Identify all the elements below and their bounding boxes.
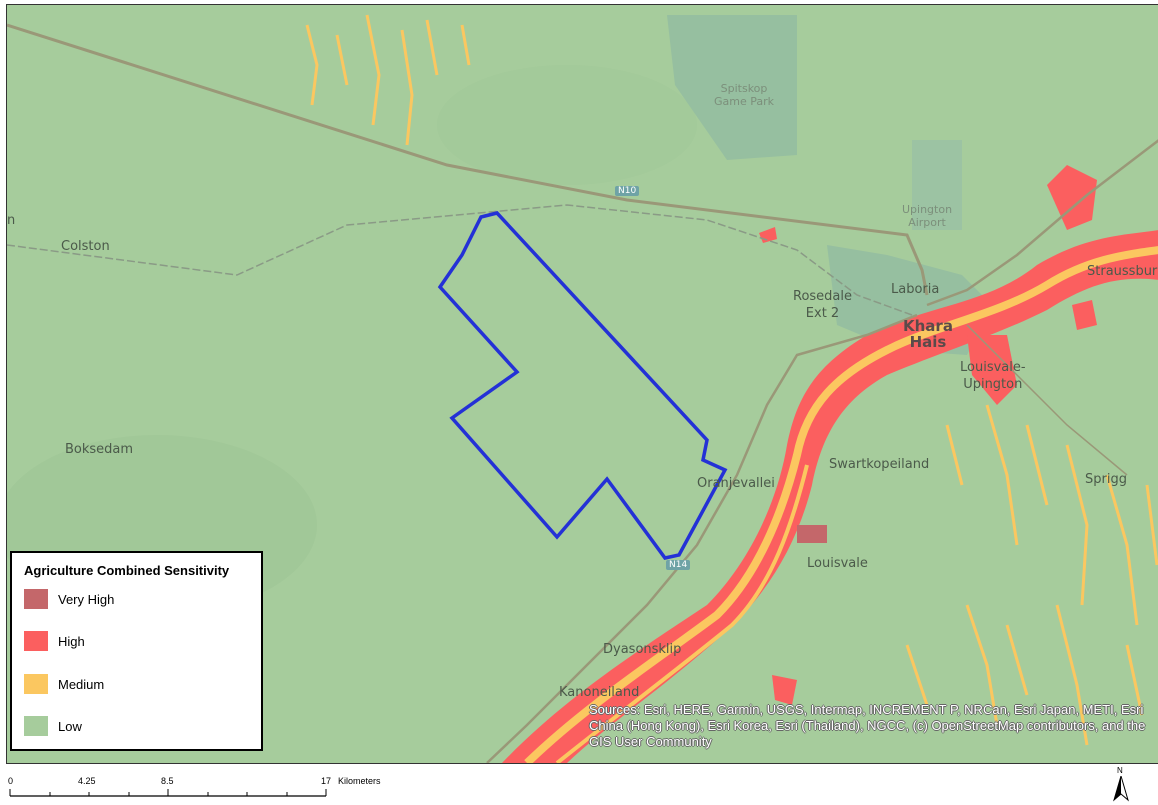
legend-item-medium: Medium	[24, 673, 104, 695]
sensitivity-medium-band	[555, 464, 809, 763]
scale-label: 8.5	[161, 776, 174, 786]
place-label: Khara Hais	[903, 317, 953, 351]
place-label: Kanoneiland	[559, 685, 640, 700]
legend-item-very-high: Very High	[24, 588, 114, 610]
airport-area	[912, 140, 962, 230]
road-shield: N14	[666, 560, 691, 570]
place-label: Swartkopeiland	[829, 457, 930, 472]
place-label: Oranjevallei	[697, 476, 775, 491]
legend-label: Very High	[58, 591, 115, 607]
sensitivity-high-band	[502, 230, 1158, 763]
scale-bar: 0 4.25 8.5 17 Kilometers	[8, 770, 388, 802]
map-legend: Agriculture Combined Sensitivity Very Hi…	[10, 551, 263, 751]
legend-swatch	[24, 674, 48, 694]
attribution-text: Sources: Esri, HERE, Garmin, USGS, Inter…	[589, 702, 1146, 749]
legend-item-low: Low	[24, 715, 82, 737]
place-label: Upington Airport	[902, 203, 953, 229]
scale-bar-ruler	[9, 789, 327, 797]
sensitivity-high-patch	[1047, 165, 1097, 230]
legend-label: High	[58, 633, 85, 649]
game-park-area	[667, 15, 797, 160]
legend-swatch	[24, 631, 48, 651]
place-label: n	[7, 213, 16, 228]
legend-label: Low	[58, 718, 82, 734]
place-label: Spitskop Game Park	[714, 82, 775, 108]
sensitivity-very-high-patch	[797, 525, 827, 543]
road-n10-east	[926, 139, 1158, 307]
sensitivity-high-patch	[759, 227, 777, 243]
place-label: Louisvale	[807, 556, 868, 571]
legend-swatch	[24, 716, 48, 736]
north-arrow-shape	[1113, 776, 1129, 802]
sensitivity-high-patch	[967, 335, 1017, 405]
north-label: N	[1117, 766, 1123, 775]
sensitivity-medium-band	[524, 246, 1158, 763]
place-label: Louisvale- Upington	[960, 360, 1026, 392]
scale-label: 4.25	[78, 776, 96, 786]
place-label: Sprigg	[1085, 472, 1127, 487]
road-secondary	[966, 324, 1128, 476]
north-arrow-icon: N	[1112, 766, 1130, 802]
place-label: Rosedale Ext 2	[793, 289, 853, 321]
legend-label: Medium	[58, 676, 105, 692]
scale-unit: Kilometers	[338, 776, 381, 786]
sensitivity-high-patch	[772, 675, 797, 705]
place-label: Colston	[61, 239, 110, 254]
sensitivity-medium-speckles	[305, 14, 1158, 746]
hillshade	[437, 65, 697, 185]
road-shield: N10	[615, 186, 640, 196]
legend-title: Agriculture Combined Sensitivity	[24, 563, 230, 578]
sensitivity-high-patch	[1072, 300, 1097, 330]
project-boundary[interactable]	[437, 211, 728, 560]
legend-swatch	[24, 589, 48, 609]
place-label: Laboria	[891, 282, 940, 297]
place-label: Boksedam	[65, 442, 134, 457]
legend-item-high: High	[24, 630, 85, 652]
place-label: Dyasonsklip	[603, 642, 682, 657]
place-label: Straussbur	[1087, 264, 1158, 279]
road-n10	[7, 23, 929, 296]
road-n14	[486, 313, 918, 763]
scale-label: 0	[8, 776, 14, 786]
scale-label: 17	[321, 776, 332, 786]
railway-line	[7, 204, 913, 316]
